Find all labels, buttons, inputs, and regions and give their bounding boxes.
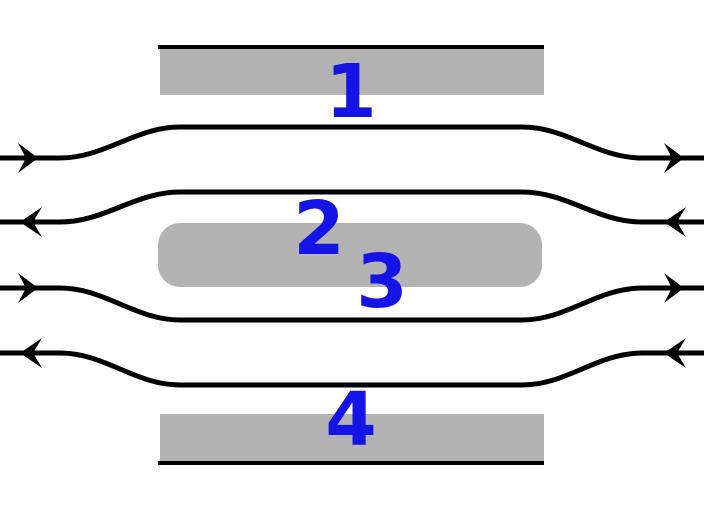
arrow-left-icon <box>664 207 686 237</box>
track-2 <box>0 189 704 225</box>
platform-3-label: 3 <box>356 239 408 325</box>
platform-2-3-island <box>158 223 542 287</box>
platform-2-label: 2 <box>293 186 345 272</box>
arrow-left-icon <box>20 338 42 368</box>
platform-1-label: 1 <box>325 49 377 135</box>
arrow-right-icon <box>18 273 38 303</box>
platform-1 <box>160 48 544 95</box>
platform-4 <box>160 414 544 461</box>
track-1 <box>0 124 704 161</box>
track-4 <box>0 350 704 388</box>
arrow-right-icon <box>664 143 684 173</box>
arrow-left-icon <box>20 207 42 237</box>
arrow-left-icon <box>664 338 686 368</box>
platform-4-label: 4 <box>325 377 377 463</box>
arrow-right-icon <box>18 143 38 173</box>
track-3 <box>0 285 704 323</box>
arrow-right-icon <box>664 273 684 303</box>
